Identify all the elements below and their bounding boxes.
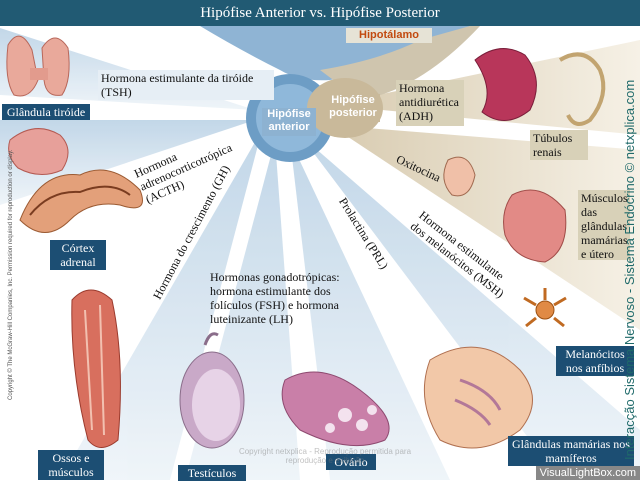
- uterus-illustration: [443, 156, 567, 263]
- hypothalamus-label: Hipotálamo: [346, 28, 432, 43]
- mammary-target-label: Glândulas mamárias nos mamíferos: [508, 436, 634, 466]
- melanocytes-target-label: Melanócitos nos anfíbios: [556, 346, 634, 376]
- kidney-illustration: [474, 48, 606, 126]
- testis-illustration: [179, 332, 245, 449]
- adrenal-illustration: [8, 128, 143, 233]
- page-title: Hipófise Anterior vs. Hipófise Posterior: [0, 0, 640, 26]
- renal-tubules-target-label: Túbulos renais: [530, 130, 588, 160]
- uterus-mammary-target-label: Músculos das glândulas mamárias e útero: [578, 190, 630, 260]
- adrenal-target-label: Córtex adrenal: [50, 240, 106, 270]
- ovary-target-label: Ovário: [326, 454, 376, 470]
- melanocyte-illustration: [523, 288, 567, 328]
- bones-muscles-target-label: Ossos e músculos: [38, 450, 104, 480]
- left-copyright: Copyright © The McGraw-Hill Companies, I…: [8, 149, 14, 400]
- ovary-illustration: [281, 371, 390, 447]
- thyroid-target-label: Glândula tiróide: [2, 104, 90, 120]
- gonadotropic-label: Hormonas gonadotrópicas: hormona estimul…: [210, 270, 340, 326]
- adh-label: Hormona antidiurética (ADH): [396, 80, 464, 126]
- muscle-illustration: [71, 289, 121, 448]
- thyroid-illustration: [6, 35, 70, 97]
- mammary-illustration: [423, 346, 533, 449]
- footer-credit[interactable]: VisualLightBox.com: [535, 466, 640, 480]
- anterior-pituitary-label: Hipófise anterior: [262, 108, 316, 136]
- copyright-watermark: Copyright netxplica - Reprodução permiti…: [238, 447, 412, 465]
- side-credit: Interacção Sistema Nervoso - Sistema End…: [622, 79, 637, 460]
- posterior-pituitary-label: Hipófise posterior: [326, 94, 380, 122]
- testes-target-label: Testículos: [178, 465, 246, 481]
- tsh-label: Hormona estimulante da tiróide (TSH): [98, 70, 274, 100]
